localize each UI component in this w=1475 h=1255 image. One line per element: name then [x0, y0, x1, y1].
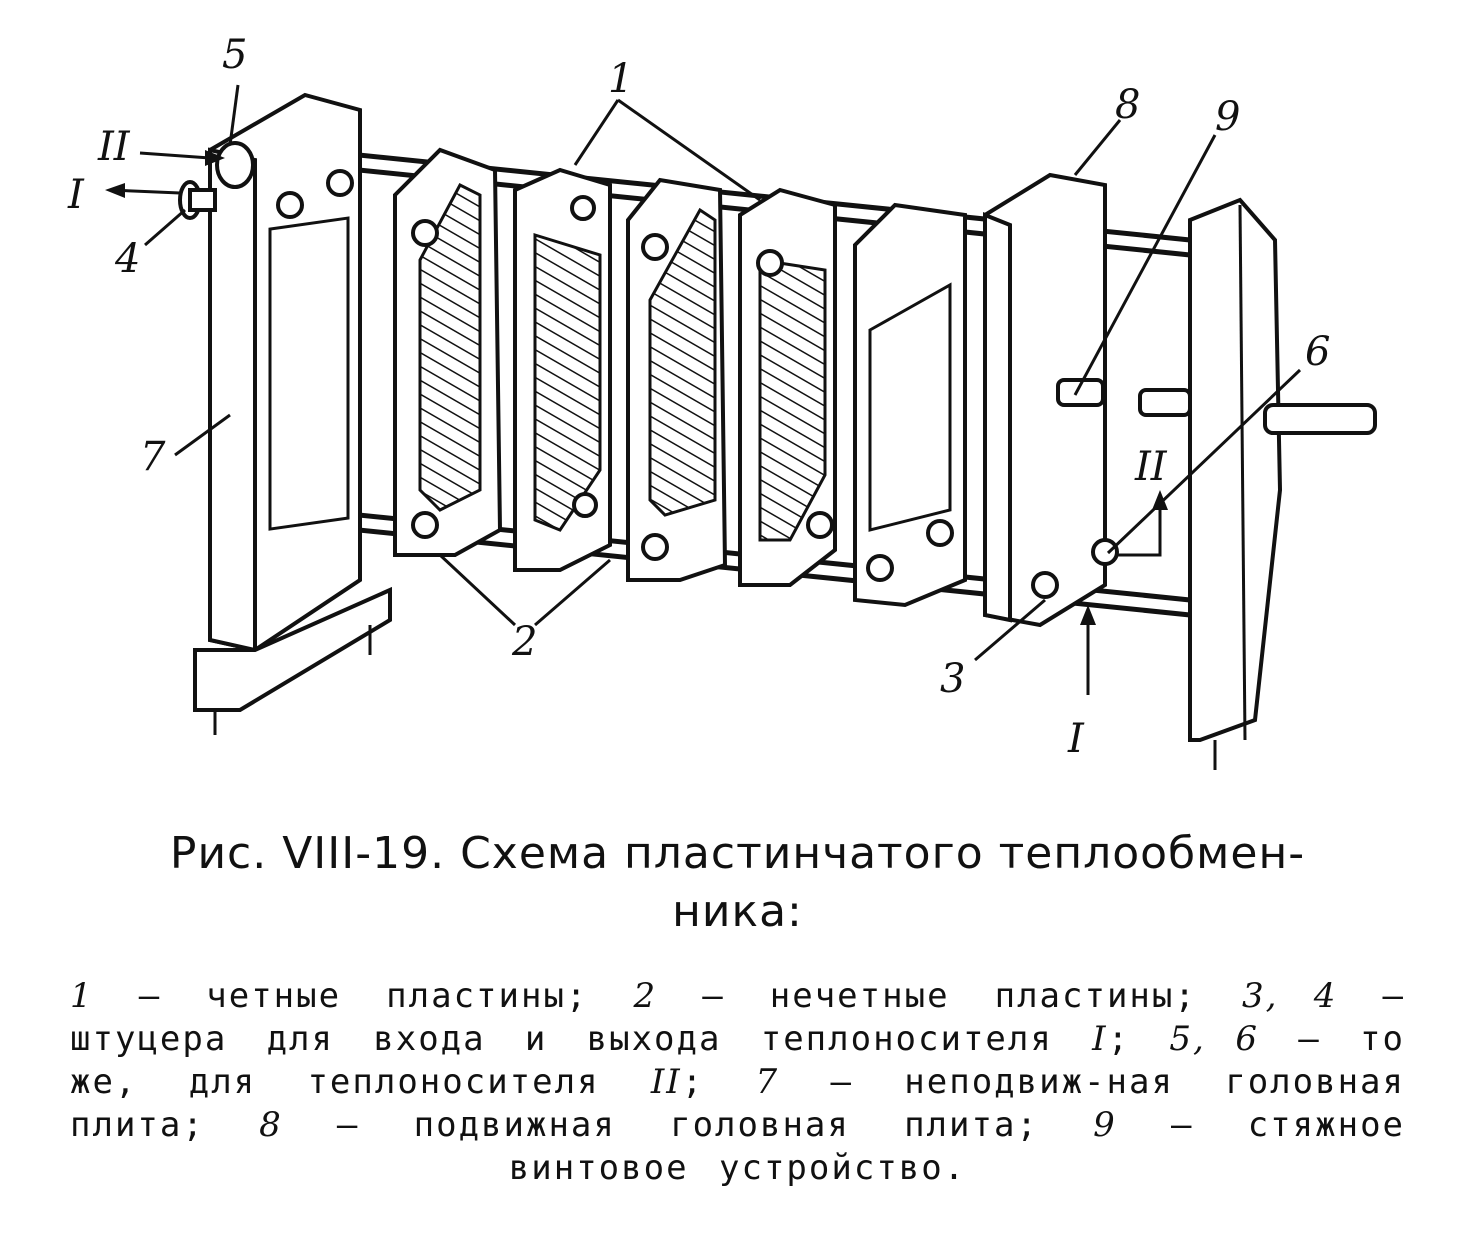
- label-II-left: II: [97, 124, 131, 170]
- movable-head-plate: [983, 172, 1107, 628]
- plate-c: [626, 177, 728, 582]
- legend-text-9: — стяжное винтовое устройство.: [508, 1105, 1406, 1188]
- plate-e: [853, 202, 967, 608]
- legend-num-3-4: 3, 4: [1241, 976, 1338, 1016]
- figure-legend: 1 — четные пластины; 2 — нечетные пласти…: [70, 975, 1405, 1190]
- fixed-head-plate: [193, 92, 392, 735]
- figure-caption-title: Рис. VIII-19. Схема пластинчатого теплоо…: [60, 825, 1415, 941]
- legend-text-7: — неподвиж-ная головная плита;: [70, 1062, 1405, 1145]
- flow-arrow-bottom: [1080, 605, 1096, 695]
- label-7: 7: [140, 434, 166, 480]
- nozzle-6: [1091, 490, 1168, 566]
- label-5: 5: [222, 32, 247, 78]
- label-I-bottom: I: [1067, 716, 1085, 762]
- label-4: 4: [114, 236, 140, 282]
- caption-title-line-1: Рис. VIII-19. Схема пластинчатого теплоо…: [169, 828, 1306, 879]
- legend-text-II: ;: [681, 1062, 756, 1102]
- plate-d: [738, 187, 837, 587]
- clamp-frame: [1188, 197, 1283, 770]
- legend-text-I: ;: [1107, 1019, 1170, 1059]
- legend-num-1: 1: [70, 976, 94, 1016]
- legend-text-5-6: — то же, для теплоносителя: [70, 1019, 1405, 1102]
- diagram-labels: 1 I II 5 4 7 2 8 9 6 II 3 I: [67, 32, 1330, 762]
- label-II-right: II: [1134, 444, 1168, 490]
- legend-text-2: — нечетные пластины;: [657, 976, 1242, 1016]
- plate-b: [513, 167, 612, 572]
- legend-num-I: I: [1092, 1019, 1108, 1059]
- label-3: 3: [940, 656, 965, 702]
- label-6: 6: [1305, 329, 1330, 375]
- screw-device: [1056, 378, 1377, 435]
- label-9: 9: [1215, 94, 1240, 140]
- legend-num-2: 2: [633, 976, 658, 1016]
- flow-arrows-left: [105, 150, 225, 198]
- nozzle-4: [178, 180, 217, 220]
- plate-heat-exchanger-diagram: 1 I II 5 4 7 2 8 9 6 II 3 I: [67, 32, 1377, 770]
- label-2: 2: [511, 619, 537, 665]
- legend-num-8: 8: [259, 1105, 283, 1145]
- legend-text-1: — четные пластины;: [93, 976, 634, 1016]
- legend-num-7: 7: [755, 1062, 780, 1102]
- caption-title-line-2: ника:: [672, 886, 803, 937]
- leader-lines: [144, 84, 1302, 662]
- legend-text-3-4: — штуцера для входа и выхода теплоносите…: [70, 976, 1405, 1059]
- label-I-left: I: [67, 172, 85, 218]
- legend-num-II: II: [650, 1062, 682, 1102]
- label-1-top: 1: [608, 56, 633, 102]
- legend-text-8: — подвижная головная плита;: [282, 1105, 1094, 1145]
- legend-num-5-6: 5, 6: [1169, 1019, 1260, 1059]
- label-8: 8: [1115, 82, 1140, 128]
- plate-a: [393, 147, 503, 557]
- legend-num-9: 9: [1093, 1105, 1117, 1145]
